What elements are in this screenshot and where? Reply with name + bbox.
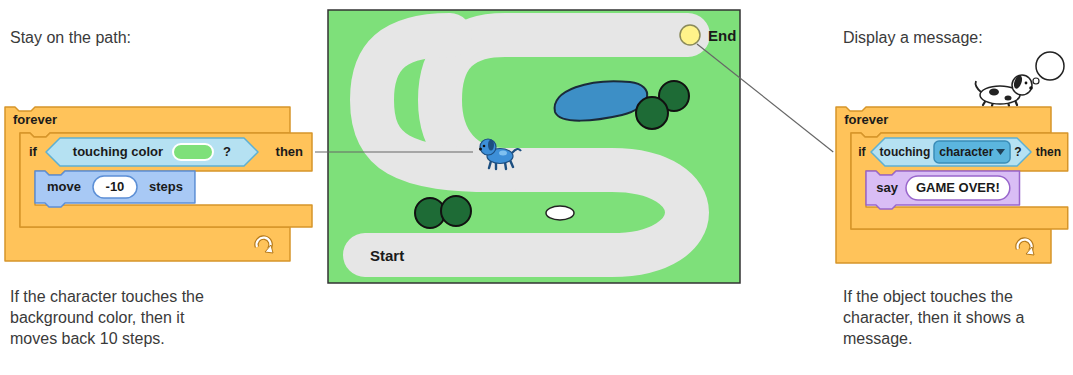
dog-nose — [1029, 86, 1033, 90]
road-main — [365, 35, 688, 255]
explanation-caption: If the character touches the background … — [10, 286, 225, 349]
map-label: Start — [370, 247, 404, 265]
player-dog — [479, 139, 521, 169]
dog-head — [1012, 75, 1032, 95]
map-label: End — [708, 27, 736, 45]
dog-spot — [499, 151, 507, 156]
block-text: touching color — [73, 144, 163, 160]
sensing-reporter-shape — [46, 138, 258, 166]
bush — [636, 97, 668, 129]
block-text: steps — [149, 179, 183, 195]
dropdown-menu-shape — [934, 141, 1010, 163]
block-text: if — [858, 145, 865, 159]
looks-block: GAME OVER! say — [866, 171, 1020, 205]
looks-block-shape — [866, 171, 1020, 209]
speech-bubble — [1036, 52, 1064, 80]
end-marker — [680, 25, 700, 45]
dropdown-arrow — [996, 149, 1005, 155]
text-input-shape — [906, 176, 1010, 200]
block-text: then — [276, 144, 303, 160]
road-loop — [372, 35, 505, 170]
sensing-reporter: character touching? — [871, 138, 1031, 166]
game-map: EndStart — [328, 10, 740, 283]
road — [365, 35, 688, 255]
text-input: GAME OVER! — [906, 176, 1010, 200]
motion-block: -10 move steps — [35, 171, 195, 203]
dog-spot — [1005, 96, 1012, 101]
color-swatch — [172, 143, 214, 161]
block-text: GAME OVER! — [916, 180, 1000, 196]
leader-line — [315, 151, 473, 152]
block-text: ? — [223, 144, 231, 160]
block-text: forever — [13, 112, 57, 128]
block-text: then — [1036, 145, 1061, 159]
block-text: move — [47, 179, 81, 195]
pond — [555, 81, 648, 120]
block-text: touching — [880, 145, 931, 159]
dog-ear — [488, 140, 494, 151]
speaking-dog — [976, 52, 1064, 106]
dog-tail — [976, 81, 981, 92]
speech-bubble-tail — [1033, 78, 1039, 84]
block-text: -10 — [106, 179, 125, 195]
dog-eye — [483, 145, 486, 148]
if-block: touching color? -10 move steps if then — [20, 133, 312, 227]
loop-arrow-head — [1026, 247, 1034, 255]
block-text: character — [939, 145, 993, 159]
dropdown-menu: character — [934, 141, 1010, 163]
rock — [546, 206, 574, 220]
explanation-caption: If the object touches the character, the… — [843, 286, 1058, 349]
block-text: if — [29, 144, 37, 160]
dog-head — [480, 139, 496, 155]
panel-heading: Stay on the path: — [10, 27, 310, 48]
forever-block-shape — [5, 107, 290, 261]
sensing-reporter: touching color? — [46, 138, 258, 166]
dropdown-arrow-head — [996, 149, 1005, 155]
sensing-reporter-shape — [871, 138, 1031, 166]
dog-tail — [512, 149, 521, 153]
motion-block-shape — [35, 171, 195, 207]
dog-spot — [989, 89, 999, 96]
map-ground — [328, 10, 740, 283]
if-block-shape — [20, 133, 312, 227]
forever-block-shape — [836, 107, 1051, 263]
panel-heading: Display a message: — [843, 27, 1068, 48]
leader-line — [697, 44, 833, 152]
number-input-shape — [93, 176, 137, 198]
forever-block: charactertouching?GAME OVER!sayifthenfor… — [836, 107, 1051, 263]
dog-eye — [1025, 82, 1028, 85]
bush — [441, 196, 471, 226]
dog-ear — [1012, 74, 1023, 90]
loop-arrow-head — [265, 245, 273, 253]
if-block-shape — [851, 133, 1068, 229]
if-block: character touching? GAME OVER! say if then — [851, 133, 1068, 229]
dog-nose — [479, 148, 482, 151]
block-text: forever — [844, 112, 888, 128]
forever-block: touching color?-10movestepsifthenforever — [5, 107, 290, 261]
block-text: say — [876, 180, 898, 196]
number-input: -10 — [93, 176, 137, 198]
block-text: ? — [1014, 145, 1021, 159]
